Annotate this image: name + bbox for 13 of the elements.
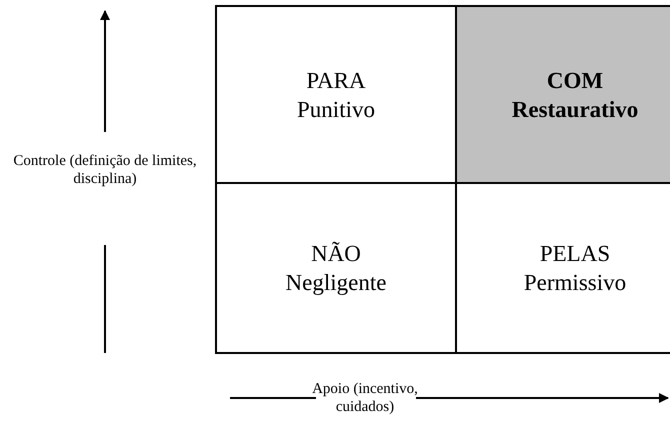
axis-label: Controle (definição de limites, disciplina): [12, 152, 198, 188]
quadrant-heading: PARA: [306, 66, 366, 94]
quadrant-box: [455, 5, 670, 184]
quadrant-box: [215, 5, 457, 184]
quadrant-heading: NÃO: [311, 240, 361, 268]
quadrant-label: Punitivo: [297, 96, 375, 124]
quadrant-heading: COM: [546, 66, 604, 94]
quadrant-label: Permissivo: [524, 269, 626, 297]
quadrant-label: Negligente: [286, 269, 386, 297]
quadrant-box: [215, 182, 457, 354]
quadrant-heading: PELAS: [540, 240, 610, 268]
quadrant-label: Restaurativo: [512, 96, 638, 124]
axis-label: Apoio (incentivo, cuidados): [311, 380, 419, 416]
